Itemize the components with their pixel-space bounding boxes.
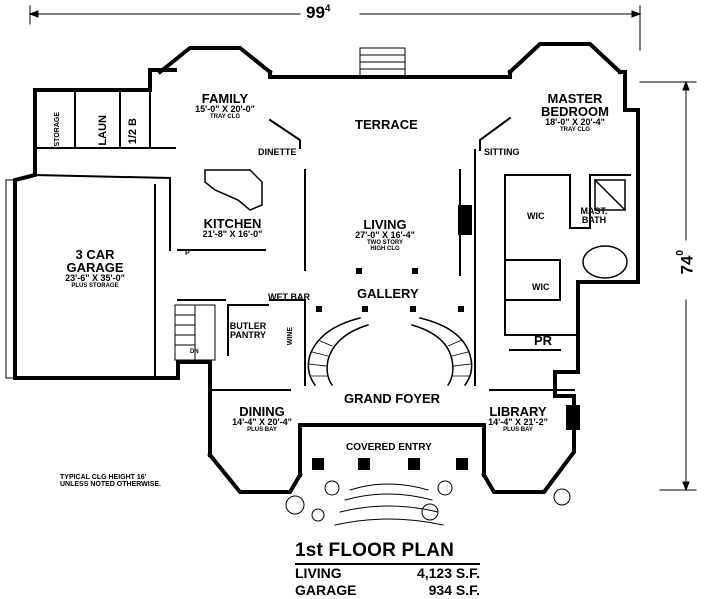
legend-row-garage: GARAGE 934 S.F. (295, 582, 480, 599)
room-wic-lower: WIC (532, 282, 550, 292)
floor-plan-legend: 1st FLOOR PLAN LIVING 4,123 S.F. GARAGE … (295, 540, 480, 599)
room-master-bedroom: MASTER BEDROOM 18'-0" X 20'-4" TRAY CLG (525, 92, 625, 133)
interior-walls (33, 89, 631, 391)
room-garage-size: 23'-6" X 35'-0" (65, 273, 125, 283)
room-garage: 3 CAR GARAGE 23'-6" X 35'-0" PLUS STORAG… (40, 248, 150, 289)
legend-row-garage-value: 934 S.F. (428, 582, 480, 598)
room-master-bedroom-name-line1: MASTER (547, 91, 603, 106)
overall-width-number: 99 (306, 3, 325, 22)
room-gallery: GALLERY (357, 286, 419, 301)
room-butler-pantry-name-line1: BUTLER (229, 321, 267, 331)
legend-row-garage-label: GARAGE (295, 582, 357, 598)
room-powder-room: PR (534, 333, 553, 348)
overall-depth-label: 740 (675, 250, 697, 275)
service-stair (174, 304, 216, 361)
room-grand-foyer: GRAND FOYER (344, 391, 441, 406)
master-tub (582, 245, 628, 279)
legend-title: 1st FLOOR PLAN (295, 540, 480, 565)
garage-doors (5, 179, 16, 379)
grand-staircases (307, 317, 473, 387)
room-sitting: SITTING (484, 147, 520, 157)
room-dining: DINING 14'-4" X 20'-4" PLUS BAY (222, 405, 302, 433)
landscape-shrubs (285, 480, 571, 522)
room-family-note: TRAY CLG (209, 114, 240, 120)
room-master-bedroom-note: TRAY CLG (559, 127, 590, 133)
room-library: LIBRARY 14'-4" X 21'-2" PLUS BAY (476, 405, 560, 433)
kitchen-island (204, 169, 263, 211)
room-garage-name-line2: GARAGE (66, 260, 124, 275)
room-storage: STORAGE (54, 112, 61, 147)
room-dinette: DINETTE (258, 147, 297, 157)
ceiling-height-note: TYPICAL CLG HEIGHT 16' UNLESS NOTED OTHE… (60, 474, 161, 488)
room-family-name: FAMILY (201, 91, 249, 106)
room-family: FAMILY 15'-0" X 20'-0" TRAY CLG (180, 92, 270, 120)
terrace-steps (359, 47, 406, 78)
room-wic-upper: WIC (527, 211, 545, 221)
overall-depth-dimension-line (639, 80, 697, 492)
room-master-bath-name-line2: BATH (581, 215, 607, 225)
room-living-note-line1: TWO STORY (367, 240, 403, 246)
stair-down-mark: DN (190, 349, 199, 355)
room-laundry: LAUN (97, 115, 109, 146)
overall-width-dimension-line (28, 5, 642, 51)
overall-depth-superscript: 0 (675, 250, 686, 256)
room-half-bath: 1/2 B (127, 118, 139, 145)
room-library-size: 14'-4" X 21'-2" (488, 417, 548, 427)
room-wet-bar: WET BAR (268, 292, 310, 302)
master-shower (593, 178, 627, 212)
room-butler-pantry: BUTLER PANTRY (228, 322, 268, 340)
room-family-size: 15'-0" X 20'-0" (195, 104, 255, 114)
room-garage-note: PLUS STORAGE (71, 283, 119, 289)
room-living-name: LIVING (363, 217, 407, 232)
room-library-name: LIBRARY (489, 404, 547, 419)
room-kitchen-name: KITCHEN (203, 216, 262, 231)
room-butler-pantry-name-line2: PANTRY (230, 330, 266, 340)
room-kitchen-size: 21'-8" X 16'-0" (202, 229, 263, 239)
room-dining-name: DINING (239, 404, 285, 419)
room-wine: WINE (287, 327, 294, 346)
overall-width-superscript: 4 (324, 3, 331, 15)
room-covered-entry: COVERED ENTRY (346, 442, 432, 453)
room-master-bedroom-size: 18'-0" X 20'-4" (545, 117, 605, 127)
room-living-note-line2: HIGH CLG (370, 246, 400, 252)
legend-row-living-label: LIVING (295, 565, 342, 581)
fireplaces (458, 205, 580, 430)
room-master-bedroom-name-line2: BEDROOM (541, 104, 609, 119)
room-master-bath-name-line1: MAST. (580, 206, 608, 216)
ceiling-height-note-line2: UNLESS NOTED OTHERWISE. (60, 481, 161, 488)
room-dining-note: PLUS BAY (247, 427, 277, 433)
entry-steps (334, 483, 444, 526)
columns (312, 268, 468, 470)
room-master-bath: MAST. BATH (574, 207, 614, 225)
kitchen-pantry-mark: P (185, 250, 190, 257)
room-living-size: 27'-0" X 16'-4" (355, 230, 415, 240)
overall-depth-number: 74 (677, 255, 697, 275)
legend-row-living: LIVING 4,123 S.F. (295, 565, 480, 582)
room-living: LIVING 27'-0" X 16'-4" TWO STORY HIGH CL… (330, 218, 440, 252)
ceiling-height-note-line1: TYPICAL CLG HEIGHT 16' (60, 474, 147, 481)
room-dining-size: 14'-4" X 20'-4" (232, 417, 292, 427)
room-library-note: PLUS BAY (503, 427, 533, 433)
legend-row-living-value: 4,123 S.F. (416, 565, 480, 581)
overall-width-label: 994 (306, 4, 330, 21)
room-kitchen: KITCHEN 21'-8" X 16'-0" (190, 217, 275, 239)
room-terrace: TERRACE (355, 117, 418, 132)
room-garage-name-line1: 3 CAR (75, 247, 115, 262)
